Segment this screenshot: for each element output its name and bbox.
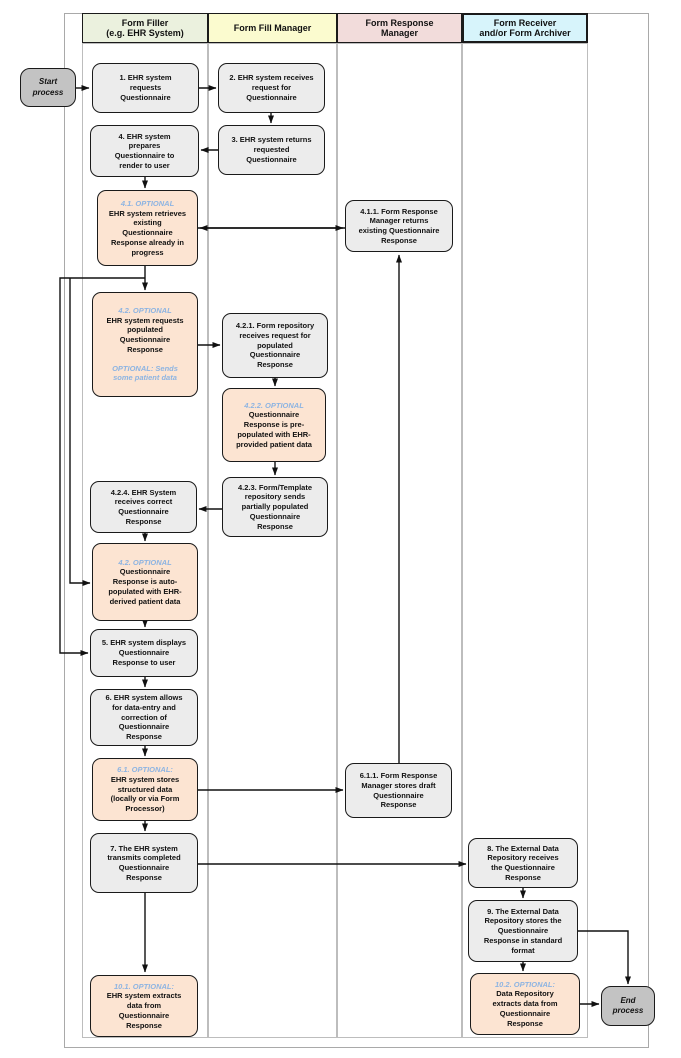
node-label: 4. EHR system prepares Questionnaire to … [114, 131, 175, 170]
lane-header-form-receiver: Form Receiver and/or Form Archiver [462, 13, 588, 43]
node-step-6: 6. EHR system allows for data-entry and … [90, 689, 198, 746]
optional-label: 6.1. OPTIONAL: [117, 765, 173, 775]
node-label: 9. The External Data Repository stores t… [483, 906, 563, 955]
node-step-4-2-4: 4.2.4. EHR System receives correct Quest… [90, 481, 197, 533]
node-label: EHR system stores structured data (local… [110, 774, 180, 814]
node-step-4-2-3: 4.2.3. Form/Template repository sends pa… [222, 477, 328, 537]
lane-header-label: Form Response Manager [365, 17, 434, 38]
node-label: 3. EHR system returns requested Question… [231, 135, 312, 164]
node-step-9: 9. The External Data Repository stores t… [468, 900, 578, 962]
node-label: EHR system extracts data from Questionna… [106, 991, 182, 1030]
node-step-4-2-1: 4.2.1. Form repository receives request … [222, 313, 328, 378]
optional-label: 4.2. OPTIONAL [118, 305, 172, 315]
lane-header-form-filler: Form Filler (e.g. EHR System) [82, 13, 208, 43]
node-label: Start process [32, 77, 64, 97]
node-step-7: 7. The EHR system transmits completed Qu… [90, 833, 198, 893]
node-step-1: 1. EHR system requests Questionnaire [92, 63, 199, 113]
node-label: EHR system retrieves existing Questionna… [108, 208, 187, 257]
lane-header-form-fill-manager: Form Fill Manager [208, 13, 337, 43]
node-label: Questionnaire Response is auto- populate… [108, 567, 182, 606]
optional-label: 10.1. OPTIONAL: [113, 981, 174, 991]
lane-form-fill-manager [208, 43, 337, 1038]
lane-header-form-response-manager: Form Response Manager [337, 13, 462, 43]
optional-label: 4.2.2. OPTIONAL [244, 400, 304, 410]
node-step-4-1-1: 4.1.1. Form Response Manager returns exi… [345, 200, 453, 252]
node-step-2: 2. EHR system receives request for Quest… [218, 63, 325, 113]
node-label: 4.1.1. Form Response Manager returns exi… [358, 206, 440, 245]
node-step-4-2: 4.2. OPTIONAL EHR system requests popula… [92, 292, 198, 397]
optional-label: 4.2. OPTIONAL [118, 557, 172, 567]
end-process-node: End process [601, 986, 655, 1026]
node-label: 4.2.1. Form repository receives request … [235, 321, 315, 370]
optional-label: 4.1. OPTIONAL [120, 198, 175, 208]
lane-form-receiver [462, 43, 588, 1038]
lane-form-response-manager [337, 43, 462, 1038]
node-step-3: 3. EHR system returns requested Question… [218, 125, 325, 175]
node-step-8: 8. The External Data Repository receives… [468, 838, 578, 888]
start-process-node: Start process [20, 68, 76, 107]
node-label: 4.2.3. Form/Template repository sends pa… [237, 482, 313, 531]
node-step-4-1: 4.1. OPTIONAL EHR system retrieves exist… [97, 190, 198, 266]
node-step-5: 5. EHR system displays Questionnaire Res… [90, 629, 198, 677]
optional-label: 10.2. OPTIONAL: [494, 979, 555, 989]
node-step-10-2: 10.2. OPTIONAL: Data Repository extracts… [470, 973, 580, 1035]
node-label: 6. EHR system allows for data-entry and … [105, 693, 183, 742]
node-label: 7. The EHR system transmits completed Qu… [107, 843, 181, 882]
optional-note: OPTIONAL: Sends some patient data [112, 363, 178, 383]
node-label: 6.1.1. Form Response Manager stores draf… [359, 771, 438, 810]
lane-header-label: Form Receiver and/or Form Archiver [479, 17, 571, 38]
lane-header-label: Form Filler (e.g. EHR System) [106, 17, 184, 38]
node-label: Questionnaire Response is pre- populated… [236, 410, 312, 449]
node-label: 4.2.4. EHR System receives correct Quest… [110, 487, 177, 526]
node-step-6-1: 6.1. OPTIONAL: EHR system stores structu… [92, 758, 198, 821]
node-label: Data Repository extracts data from Quest… [492, 989, 558, 1028]
node-step-4-2-2: 4.2.2. OPTIONAL Questionnaire Response i… [222, 388, 326, 462]
node-label: 8. The External Data Repository receives… [487, 843, 559, 882]
node-label: EHR system requests populated Questionna… [106, 315, 184, 354]
node-label: 5. EHR system displays Questionnaire Res… [101, 638, 187, 667]
node-label: 1. EHR system requests Questionnaire [119, 73, 172, 102]
node-step-10-1: 10.1. OPTIONAL: EHR system extracts data… [90, 975, 198, 1037]
node-step-6-1-1: 6.1.1. Form Response Manager stores draf… [345, 763, 452, 818]
node-label: 2. EHR system receives request for Quest… [229, 73, 314, 102]
node-label: End process [612, 995, 644, 1015]
lane-header-label: Form Fill Manager [233, 22, 312, 33]
node-step-4-2-autopopulate: 4.2. OPTIONAL Questionnaire Response is … [92, 543, 198, 621]
node-step-4: 4. EHR system prepares Questionnaire to … [90, 125, 199, 177]
